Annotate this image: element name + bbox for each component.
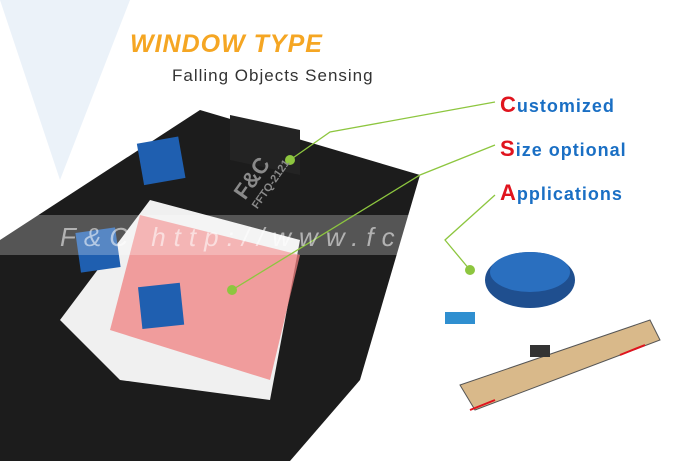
page-title: WINDOW TYPE (130, 30, 323, 58)
falling-cube (136, 136, 186, 186)
falling-cube (138, 282, 185, 329)
feature-customized: Customized (500, 92, 615, 117)
application-diagram (445, 252, 661, 411)
feature-size-optional: Size optional (500, 136, 627, 161)
watermark: F&C http://www.fctaiwan.com (60, 222, 615, 252)
falling-cube (75, 227, 121, 273)
page-subtitle: Falling Objects Sensing (172, 66, 374, 85)
leader-line (444, 194, 496, 271)
leader-line (231, 144, 496, 291)
feature-applications: Applications (500, 180, 623, 205)
light-beam (110, 215, 300, 380)
leader-line (289, 101, 496, 161)
